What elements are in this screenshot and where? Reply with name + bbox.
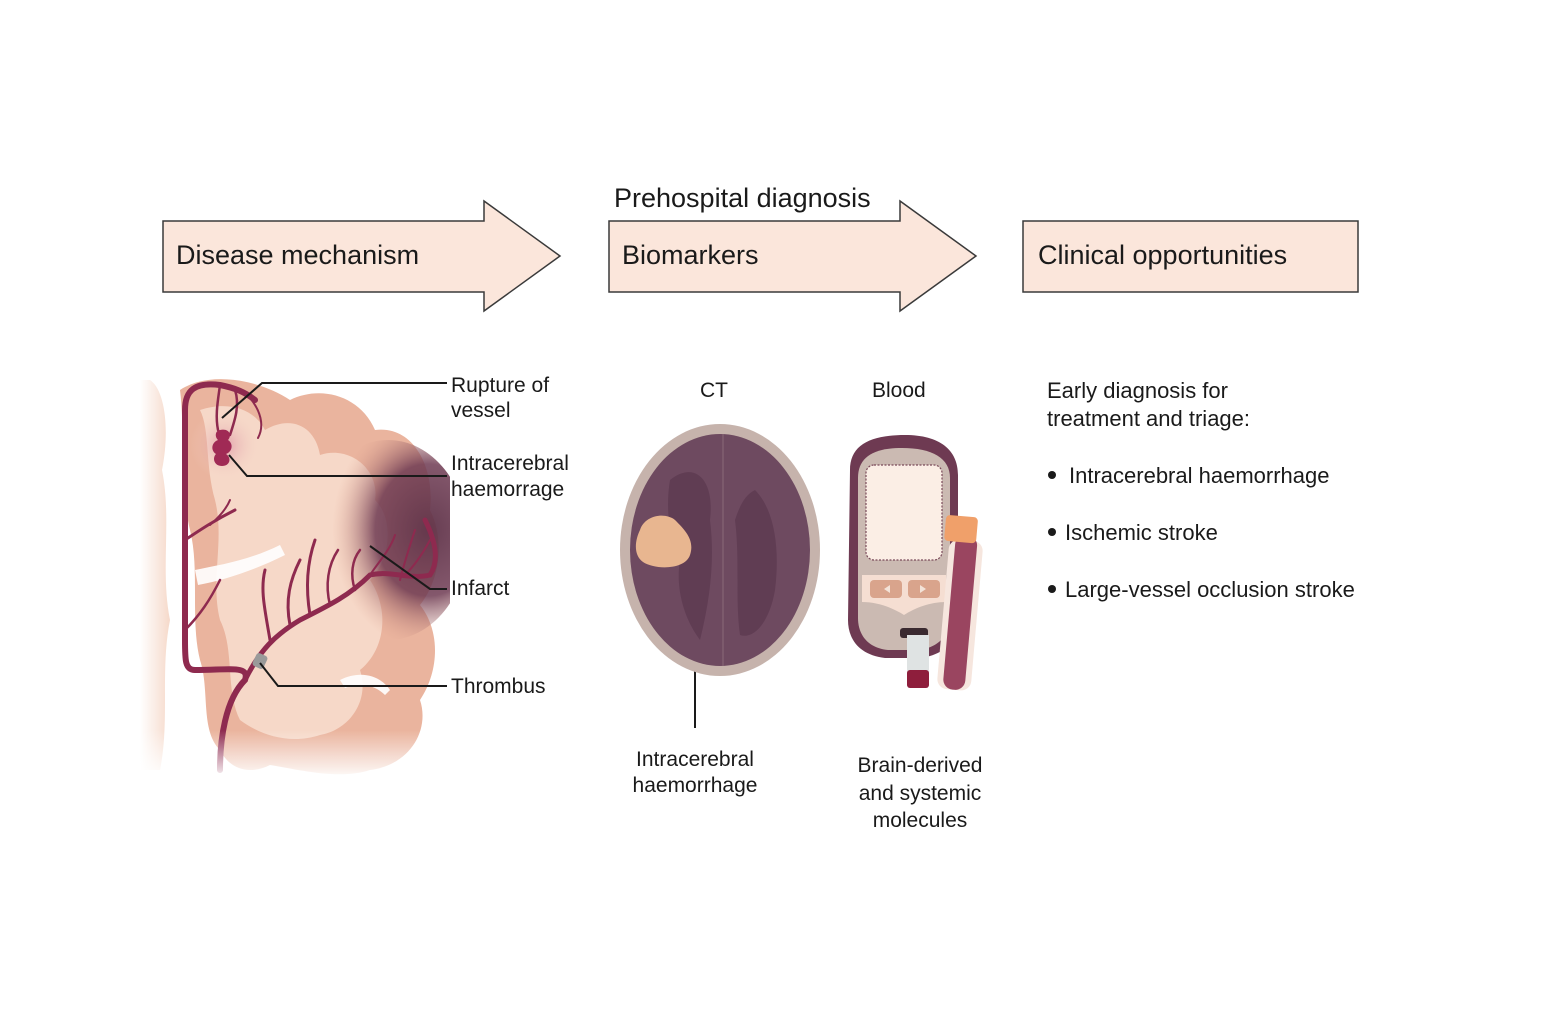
step-label-clinical-opportunities: Clinical opportunities	[1038, 240, 1288, 270]
step-label-biomarkers: Biomarkers	[622, 240, 759, 270]
arrow-disease-mechanism	[162, 199, 1359, 313]
bullet-icon	[1048, 528, 1056, 537]
blood-caption-line1: Brain-derived	[857, 754, 983, 777]
opportunity-item: Large-vessel occlusion stroke	[1048, 577, 1355, 603]
meter-screen	[865, 464, 943, 561]
leader-line-ich	[228, 454, 447, 477]
leader-line-thrombus	[259, 662, 447, 687]
step-caption-prehospital-diagnosis: Prehospital diagnosis	[614, 183, 871, 213]
blood-test-illustration	[848, 435, 983, 691]
opportunities-heading-line1: Early diagnosis for	[1047, 378, 1228, 403]
bullet-icon	[1048, 471, 1056, 480]
ct-caption-line2: haemorrhage	[632, 774, 758, 797]
label-ich-line1: Intracerebral	[451, 452, 569, 475]
label-rupture-line1: Rupture of	[451, 374, 550, 397]
leader-line-rupture	[221, 382, 447, 419]
ct-caption-line1: Intracerebral	[636, 748, 754, 771]
hemorrhage-blob	[212, 429, 232, 466]
label-rupture-line2: vessel	[451, 399, 511, 422]
label-infarct: Infarct	[451, 577, 510, 600]
brain-section-illustration	[140, 370, 450, 780]
ct-scan-illustration	[620, 424, 820, 676]
ct-title: CT	[700, 379, 728, 402]
tube-cap	[944, 515, 978, 544]
arrow-biomarkers	[608, 199, 978, 313]
blood-title: Blood	[872, 379, 926, 402]
ct-hemorrhage-region	[635, 515, 692, 568]
opportunity-item-text: Ischemic stroke	[1065, 520, 1218, 545]
blood-caption-line3: molecules	[872, 809, 968, 832]
infarct-region	[308, 440, 450, 640]
opportunity-item: Ischemic stroke	[1048, 520, 1218, 546]
label-ich-line2: haemorrage	[451, 478, 565, 501]
leader-line-infarct	[369, 545, 447, 590]
opportunity-item: Intracerebral haemorrhage	[1048, 463, 1329, 489]
box-clinical-opportunities	[1022, 220, 1359, 293]
opportunities-heading-line2: treatment and triage:	[1047, 406, 1251, 431]
bullet-icon	[1048, 585, 1056, 594]
thrombus-clot	[252, 653, 268, 669]
blood-caption-line2: and systemic	[858, 782, 982, 805]
opportunity-item-text: Intracerebral haemorrhage	[1069, 463, 1330, 488]
step-label-disease-mechanism: Disease mechanism	[176, 240, 420, 270]
label-thrombus: Thrombus	[451, 675, 546, 698]
opportunity-item-text: Large-vessel occlusion stroke	[1065, 577, 1355, 602]
